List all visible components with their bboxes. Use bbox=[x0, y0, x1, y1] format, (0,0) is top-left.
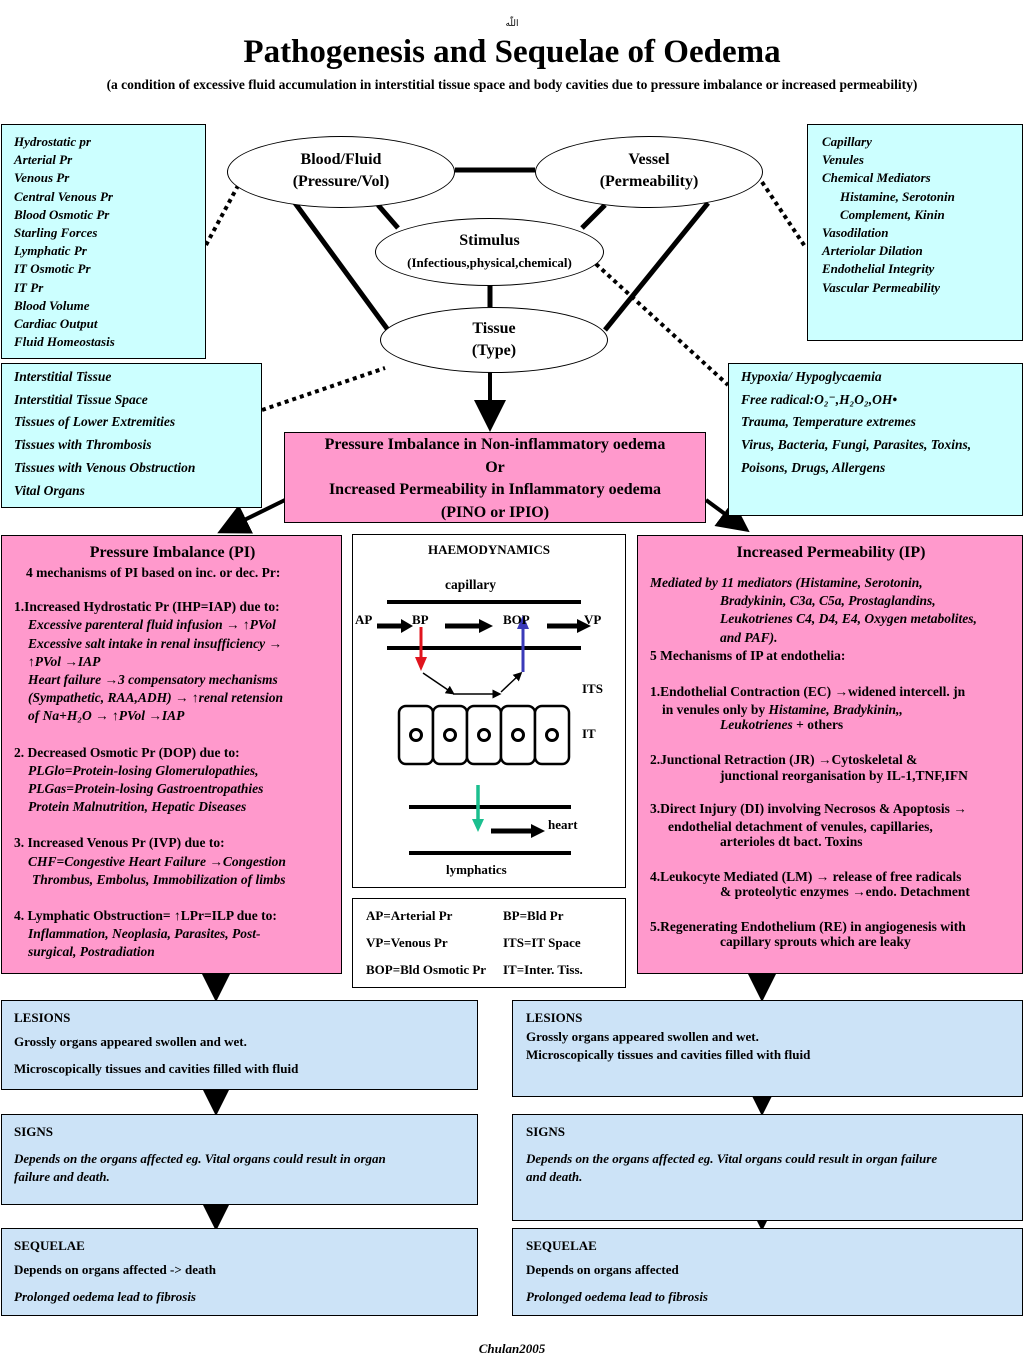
blood-tissue-link bbox=[292, 201, 391, 332]
its-path-1 bbox=[422, 672, 455, 695]
blood-stimulus-link bbox=[376, 203, 400, 230]
stimulus-oval: Stimulus (Infectious,physical,chemical) bbox=[375, 218, 604, 286]
blood-factors-dotted bbox=[204, 181, 242, 246]
lymphatics-label: lymphatics bbox=[446, 862, 507, 877]
page-subtitle: (a condition of excessive fluid accumula… bbox=[106, 77, 918, 92]
its-label: ITS bbox=[582, 681, 603, 696]
stimulus-factors-dotted bbox=[594, 262, 730, 387]
blood-factors-box: Hydrostatic pr Arterial Pr Venous Pr Cen… bbox=[1, 124, 206, 359]
interstitial-cells bbox=[397, 704, 571, 766]
heart-label: heart bbox=[548, 817, 578, 832]
right-lesions-box: LESIONS Grossly organs appeared swollen … bbox=[512, 1000, 1023, 1097]
haemo-title: HAEMODYNAMICS bbox=[427, 542, 551, 557]
center-to-ip-arrow bbox=[704, 498, 750, 533]
haemodynamics-box: HAEMODYNAMICS capillary bbox=[352, 534, 626, 888]
capillary-label: capillary bbox=[445, 577, 496, 592]
pressure-imbalance-box: Pressure Imbalance (PI) 4 mechanisms of … bbox=[1, 535, 342, 974]
page-title: Pathogenesis and Sequelae of Oedema bbox=[243, 34, 781, 70]
right-sequelae-box: SEQUELAE Depends on organs affected Prol… bbox=[512, 1228, 1023, 1316]
ip-title: Increased Permeability (IP) bbox=[736, 544, 926, 561]
blood-fluid-oval: Blood/Fluid (Pressure/Vol) bbox=[227, 136, 455, 208]
its-path-3 bbox=[500, 671, 523, 693]
left-signs-box: SIGNS Depends on the organs affected eg.… bbox=[1, 1114, 478, 1205]
vessel-tissue-link bbox=[603, 201, 710, 332]
haemo-diagram bbox=[377, 600, 591, 855]
vessel-oval: Vessel (Permeability) bbox=[535, 136, 763, 208]
pi-title: Pressure Imbalance (PI) bbox=[89, 544, 256, 561]
vessel-factors-dotted bbox=[760, 180, 808, 250]
it-label: IT bbox=[582, 726, 596, 741]
bp-label: BP bbox=[412, 612, 429, 627]
tissue-factors-box: Interstitial Tissue Interstitial Tissue … bbox=[1, 363, 262, 508]
stimulus-factors-box: Hypoxia/ Hypoglycaemia Free radical:O₂⁻,… bbox=[728, 363, 1023, 516]
vessel-stimulus-link bbox=[580, 203, 607, 230]
author-credit: Chulan2005 bbox=[478, 1341, 546, 1356]
right-signs-box: SIGNS Depends on the organs affected eg.… bbox=[512, 1114, 1023, 1221]
center-to-pi-arrow bbox=[217, 498, 286, 534]
pino-ipio-box: Pressure Imbalance in Non-inflammatory o… bbox=[284, 432, 706, 523]
tissue-factors-dotted bbox=[261, 366, 386, 412]
vp-label: VP bbox=[584, 612, 602, 627]
increased-permeability-box: Increased Permeability (IP) Mediated by … bbox=[637, 535, 1023, 974]
bop-label: BOP bbox=[503, 612, 530, 627]
left-lesions-box: LESIONS Grossly organs appeared swollen … bbox=[1, 1000, 478, 1090]
ap-label: AP bbox=[355, 612, 373, 627]
top-mark: اللّٰه bbox=[505, 18, 519, 28]
vessel-factors-box: Capillary Venules Chemical Mediators His… bbox=[807, 124, 1023, 341]
tissue-oval: Tissue (Type) bbox=[380, 307, 608, 373]
left-sequelae-box: SEQUELAE Depends on organs affected -> d… bbox=[1, 1228, 478, 1316]
